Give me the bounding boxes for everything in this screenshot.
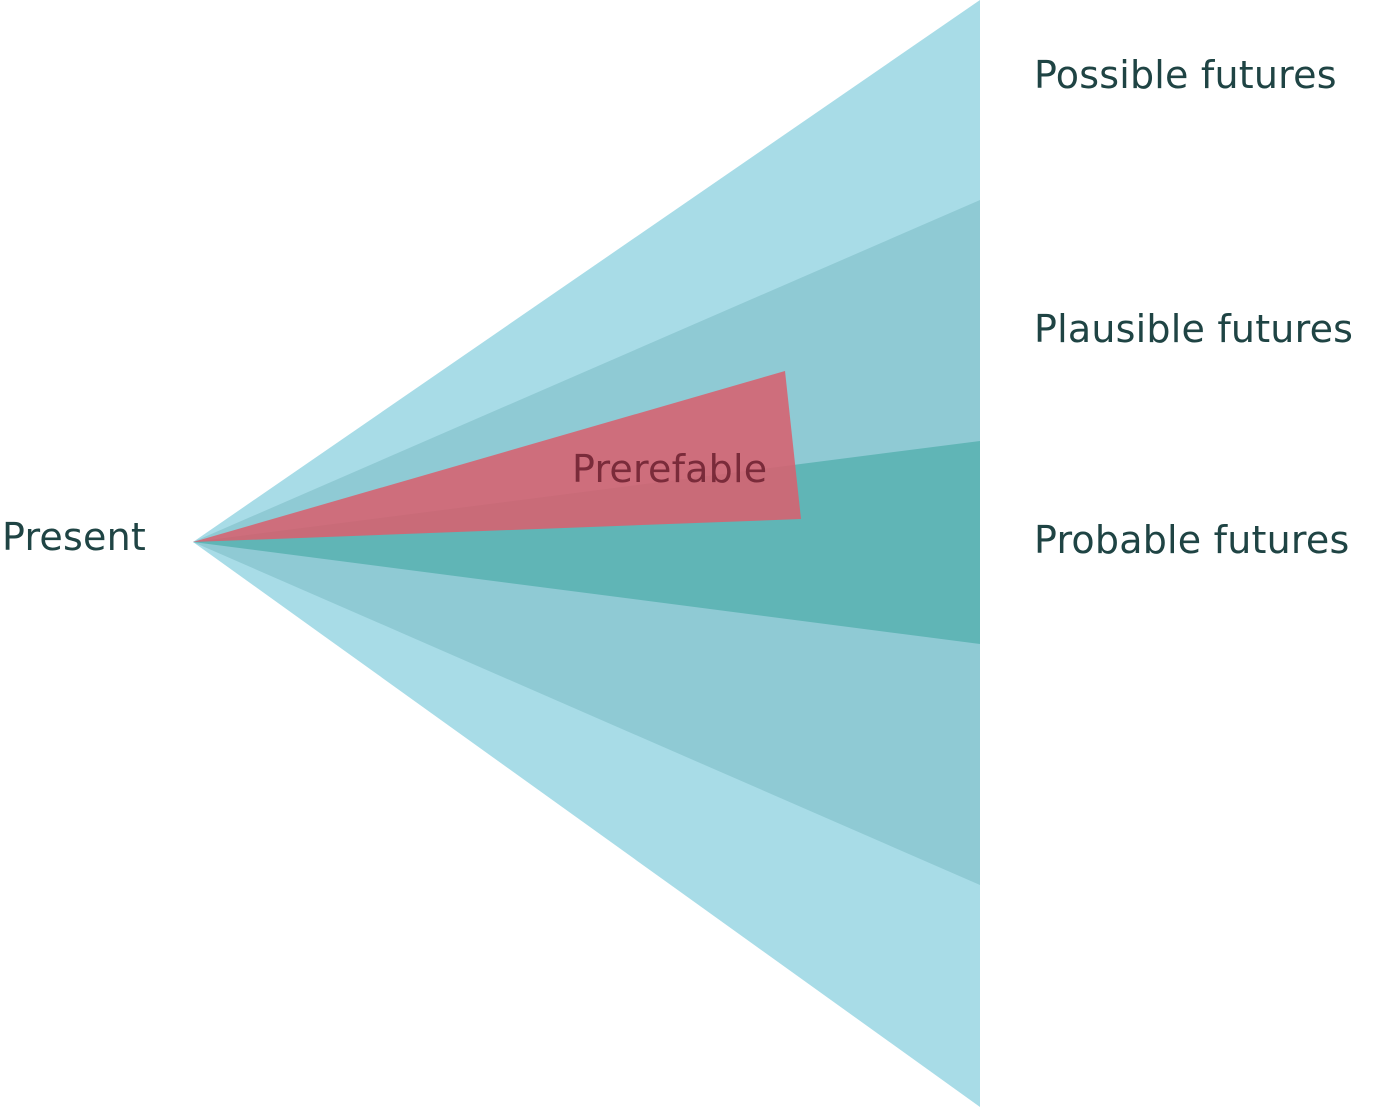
plausible-futures-label: Plausible futures (1034, 307, 1354, 351)
probable-futures-label: Probable futures (1034, 518, 1350, 562)
preferable-futures-wedge (193, 371, 801, 542)
present-label: Present (2, 515, 146, 559)
possible-futures-label: Possible futures (1034, 53, 1337, 97)
preferable-futures-label: Prerefable (572, 447, 768, 491)
